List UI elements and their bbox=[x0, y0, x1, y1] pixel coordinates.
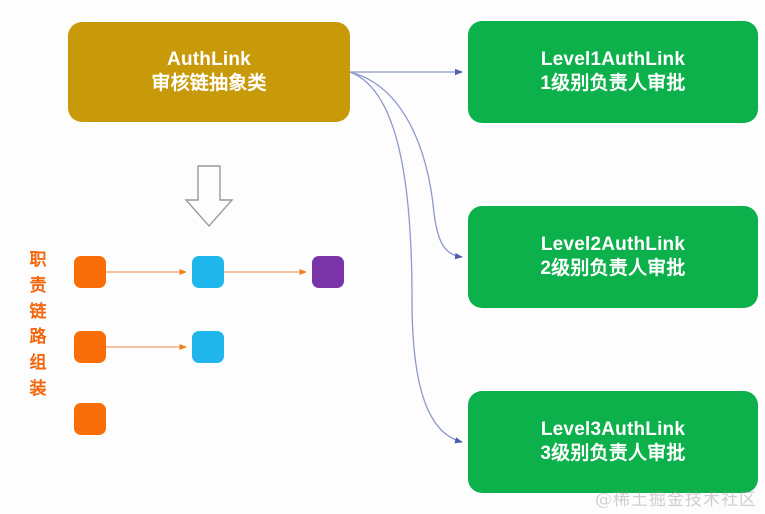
node-level1-authlink[interactable]: Level1AuthLink 1级别负责人审批 bbox=[468, 21, 758, 123]
assembly-label-char-1: 职 bbox=[29, 250, 47, 269]
assembly-label-char-5: 组 bbox=[29, 353, 47, 373]
assembly-label-char-4: 路 bbox=[29, 327, 47, 347]
node-level3-authlink[interactable]: Level3AuthLink 3级别负责人审批 bbox=[468, 391, 758, 493]
assembly-label-char-3: 链 bbox=[29, 301, 47, 321]
node-level1-line1: Level1AuthLink bbox=[540, 48, 686, 70]
chain-chip-row1-purple[interactable] bbox=[312, 256, 344, 288]
node-level2-line2: 2级别负责人审批 bbox=[540, 258, 686, 279]
node-level3-line2: 3级别负责人审批 bbox=[540, 443, 686, 464]
assembly-vertical-label: 职 责 链 路 组 装 bbox=[24, 247, 52, 402]
watermark: @稀土掘金技术社区 bbox=[595, 490, 757, 510]
chain-chip-row2-blue[interactable] bbox=[192, 331, 224, 363]
assembly-label-char-2: 责 bbox=[29, 275, 47, 295]
down-block-arrow-icon bbox=[184, 165, 234, 228]
chain-chip-row1-orange[interactable] bbox=[74, 256, 106, 288]
node-authlink[interactable]: AuthLink 审核链抽象类 bbox=[68, 22, 350, 122]
node-level2-line1: Level2AuthLink bbox=[540, 233, 686, 255]
chain-chip-row2-orange[interactable] bbox=[74, 331, 106, 363]
node-level3-line1: Level3AuthLink bbox=[540, 418, 686, 440]
node-level2-authlink[interactable]: Level2AuthLink 2级别负责人审批 bbox=[468, 206, 758, 308]
node-authlink-line1: AuthLink bbox=[167, 48, 251, 70]
assembly-label-char-6: 装 bbox=[29, 379, 47, 399]
connector-authlink-to-level2 bbox=[349, 71, 463, 260]
connector-authlink-to-level3 bbox=[349, 71, 463, 444]
chain-chip-row3-orange[interactable] bbox=[74, 403, 106, 435]
chain-chip-row1-blue[interactable] bbox=[192, 256, 224, 288]
node-authlink-line2: 审核链抽象类 bbox=[151, 73, 267, 94]
node-level1-line2: 1级别负责人审批 bbox=[540, 73, 686, 94]
